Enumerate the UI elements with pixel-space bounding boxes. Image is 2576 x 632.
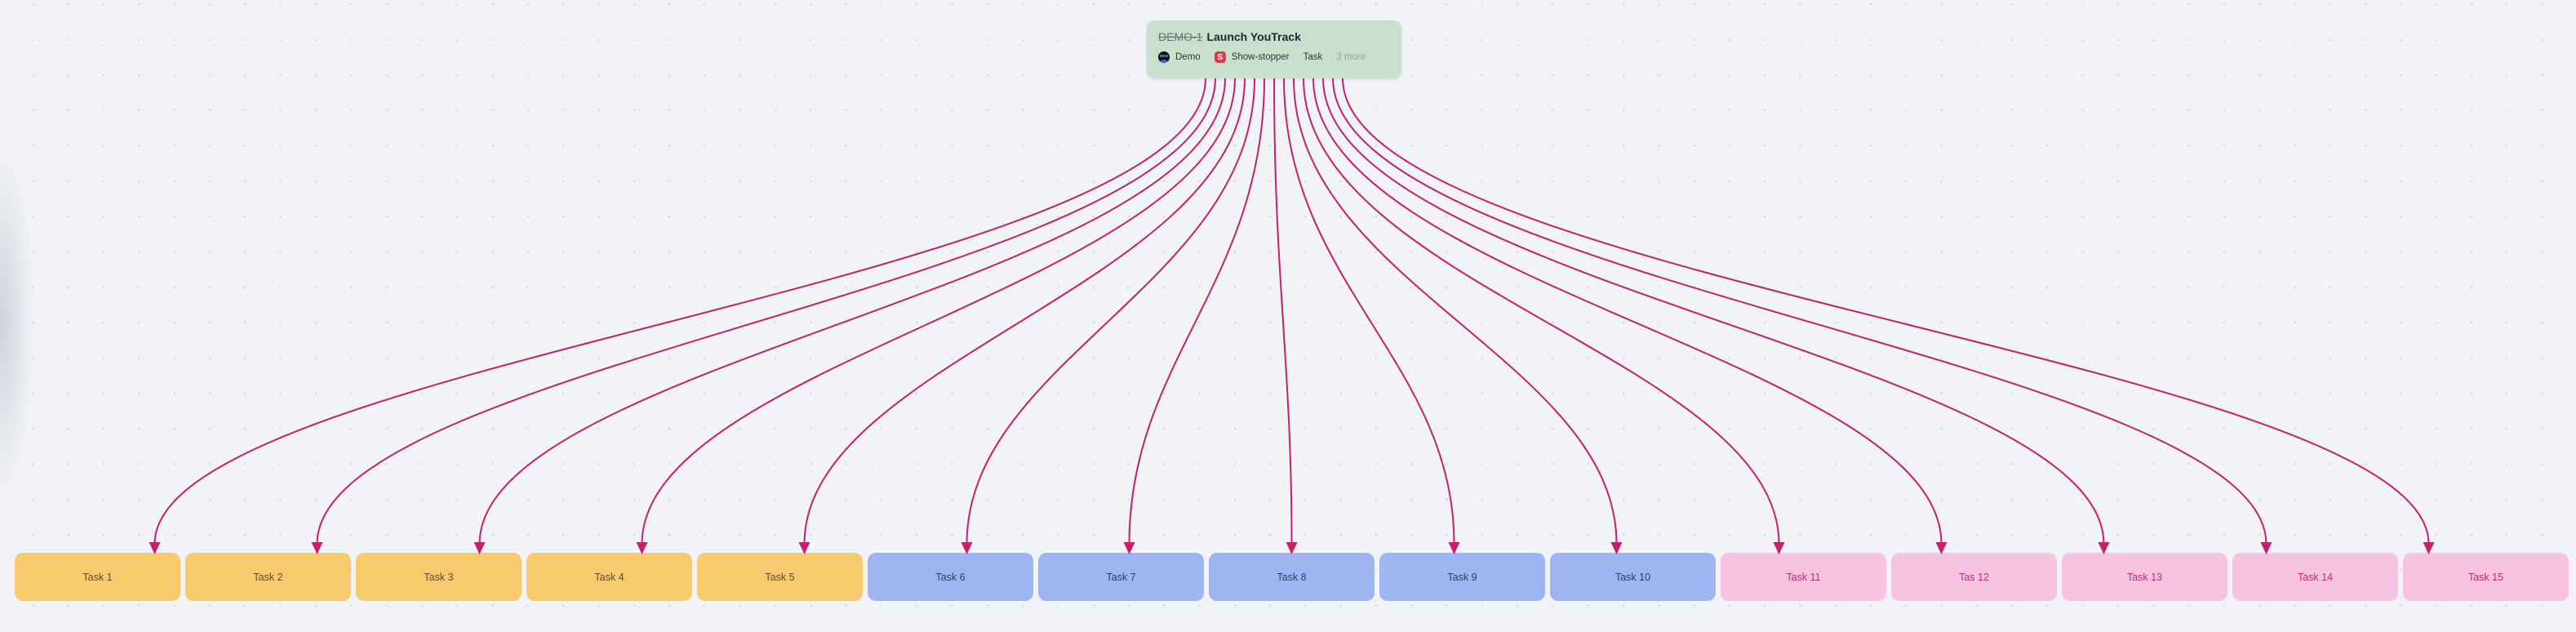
task-node-5[interactable]: Task 5 [697, 553, 863, 601]
task-node-3[interactable]: Task 3 [356, 553, 522, 601]
type-tag-label: Task [1303, 52, 1323, 62]
task-label: Tas 12 [1959, 571, 1989, 583]
task-label: Task 6 [935, 571, 966, 583]
task-label: Task 11 [1786, 571, 1821, 583]
task-node-9[interactable]: Task 9 [1379, 553, 1545, 601]
priority-badge-icon: S [1214, 51, 1226, 63]
task-node-15[interactable]: Task 15 [2403, 553, 2569, 601]
task-label: Task 8 [1277, 571, 1307, 583]
type-tag[interactable]: Task [1304, 52, 1323, 62]
task-node-6[interactable]: Task 6 [868, 553, 1033, 601]
issue-id: DEMO-1 [1158, 30, 1203, 43]
task-node-11[interactable]: Task 11 [1721, 553, 1886, 601]
task-node-8[interactable]: Task 8 [1209, 553, 1375, 601]
task-label: Task 1 [82, 571, 113, 583]
task-label: Task 9 [1447, 571, 1477, 583]
project-tag-label: Demo [1175, 52, 1201, 62]
task-node-12[interactable]: Tas 12 [1891, 553, 2057, 601]
priority-tag-label: Show-stopper [1231, 52, 1290, 62]
task-node-14[interactable]: Task 14 [2232, 553, 2398, 601]
task-label: Task 13 [2126, 571, 2163, 583]
task-node-2[interactable]: Task 2 [185, 553, 351, 601]
project-tag[interactable]: DEM Demo [1158, 51, 1201, 63]
task-label: Task 2 [253, 571, 283, 583]
avatar-arc-shape [1160, 60, 1168, 63]
task-label: Task 7 [1106, 571, 1136, 583]
project-avatar-icon: DEM [1158, 51, 1170, 63]
task-node-13[interactable]: Task 13 [2062, 553, 2227, 601]
task-label: Task 14 [2297, 571, 2334, 583]
issue-summary: Launch YouTrack [1206, 30, 1301, 43]
task-node-10[interactable]: Task 10 [1550, 553, 1716, 601]
task-label: Task 3 [424, 571, 454, 583]
task-node-4[interactable]: Task 4 [526, 553, 692, 601]
task-node-1[interactable]: Task 1 [15, 553, 180, 601]
task-label: Task 4 [594, 571, 624, 583]
task-label: Task 15 [2467, 571, 2504, 583]
task-node-7[interactable]: Task 7 [1038, 553, 1204, 601]
priority-tag[interactable]: S Show-stopper [1214, 51, 1290, 63]
more-tags-link[interactable]: 3 more [1336, 52, 1366, 62]
task-label: Task 5 [765, 571, 795, 583]
issue-tags-row: DEM Demo S Show-stopper Task 3 more [1158, 51, 1390, 63]
task-label: Task 10 [1614, 571, 1651, 583]
